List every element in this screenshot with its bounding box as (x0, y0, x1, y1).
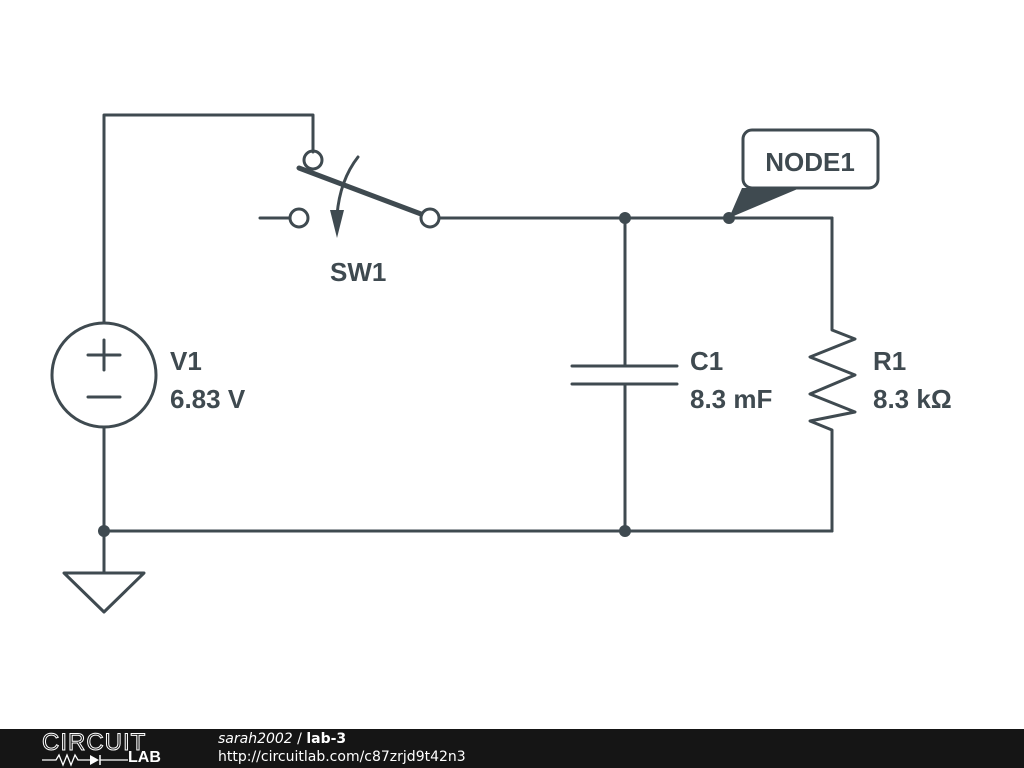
resistor-name-label: R1 (873, 346, 906, 376)
circuit-schematic: NODE1 SW1 V1 6.83 V C1 8.3 mF R1 8.3 kΩ (50, 113, 952, 614)
footer-project-name[interactable]: lab-3 (306, 731, 347, 747)
voltage-source-v1[interactable] (50, 321, 158, 533)
ground-icon (62, 529, 146, 614)
resistor-diode-icon (42, 753, 128, 767)
wire-source-to-switch (102, 113, 315, 324)
footer-bar: CIRCUIT LAB sarah2002 / lab-3 http://cir… (0, 729, 1024, 768)
node-label-text: NODE1 (765, 147, 855, 177)
junction-dot (98, 525, 110, 537)
resistor-value-label: 8.3 kΩ (873, 384, 952, 414)
switch-terminal-right (419, 207, 441, 229)
footer-username[interactable]: sarah2002 (218, 731, 293, 747)
node-label-pointer (729, 188, 800, 218)
resistor-zigzag (808, 318, 857, 533)
resistor-r1[interactable] (808, 318, 857, 533)
source-name-label: V1 (170, 346, 202, 376)
switch-arrowhead (330, 210, 344, 238)
switch-blade (296, 165, 424, 217)
capacitor-c1[interactable] (570, 216, 679, 533)
circuitlab-logo[interactable]: CIRCUIT LAB (41, 729, 177, 767)
switch-terminal-top (302, 149, 324, 171)
logo-text-circuit: CIRCUIT (41, 729, 147, 757)
node-label-box (741, 128, 880, 190)
footer-separator: / (292, 731, 307, 747)
switch-sw1[interactable] (258, 149, 441, 238)
switch-label: SW1 (330, 257, 386, 287)
source-value-label: 6.83 V (170, 384, 246, 414)
switch-action-arrow (335, 155, 360, 217)
capacitor-name-label: C1 (690, 346, 723, 376)
switch-terminal-left (288, 207, 310, 229)
junction-dot (619, 212, 631, 224)
footer-title: sarah2002 / lab-3 (218, 731, 346, 747)
footer-url-link[interactable]: http://circuitlab.com/c87zrjd9t42n3 (218, 749, 466, 765)
node-label-node1[interactable]: NODE1 (729, 128, 880, 218)
junction-dot (619, 525, 631, 537)
logo-text-lab: LAB (128, 749, 161, 766)
capacitor-value-label: 8.3 mF (690, 384, 772, 414)
